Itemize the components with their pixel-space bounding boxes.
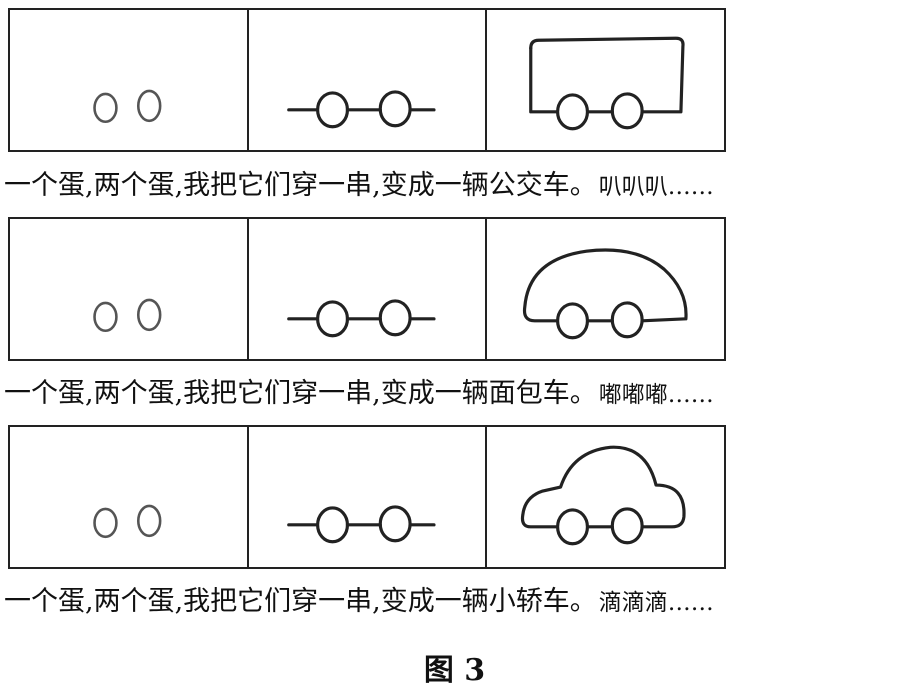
caption-text: 一个蛋,两个蛋,我把它们穿一串,变成一辆公交车。 (4, 170, 597, 201)
eggs-on-string-drawing (286, 90, 436, 129)
caption-text: 一个蛋,两个蛋,我把它们穿一串,变成一辆面包车。 (4, 378, 597, 409)
bus-drawing (529, 36, 685, 131)
drawing-strip-car (8, 425, 726, 569)
caption-van: 一个蛋,两个蛋,我把它们穿一串,变成一辆面包车。嘟嘟嘟…… (4, 374, 714, 414)
eggs-on-string-drawing (286, 505, 436, 544)
caption-text: 一个蛋,两个蛋,我把它们穿一串,变成一辆小轿车。 (4, 586, 597, 617)
panel-vehicle-bus (487, 10, 724, 150)
two-eggs-drawing (93, 89, 162, 124)
eggs-on-string-drawing (286, 299, 436, 338)
two-eggs-drawing (93, 504, 162, 539)
panel-vehicle-car (487, 427, 724, 567)
panel-eggs-on-string (249, 219, 488, 359)
sound-effect: 叭叭叭…… (598, 174, 714, 200)
car-drawing (521, 445, 686, 546)
van-drawing (523, 248, 688, 340)
caption-car: 一个蛋,两个蛋,我把它们穿一串,变成一辆小轿车。滴滴滴…… (4, 582, 714, 622)
figure-label: 图 3 (423, 653, 486, 688)
panel-two-eggs (10, 219, 249, 359)
two-eggs-drawing (93, 298, 162, 333)
panel-eggs-on-string (249, 10, 488, 150)
panel-two-eggs (10, 427, 249, 567)
drawing-strip-bus (8, 8, 726, 152)
panel-vehicle-van (487, 219, 724, 359)
caption-bus: 一个蛋,两个蛋,我把它们穿一串,变成一辆公交车。叭叭叭…… (4, 166, 714, 206)
panel-eggs-on-string (249, 427, 488, 567)
drawing-strip-van (8, 217, 726, 361)
sound-effect: 滴滴滴…… (598, 590, 714, 616)
panel-two-eggs (10, 10, 249, 150)
sound-effect: 嘟嘟嘟…… (598, 382, 714, 408)
